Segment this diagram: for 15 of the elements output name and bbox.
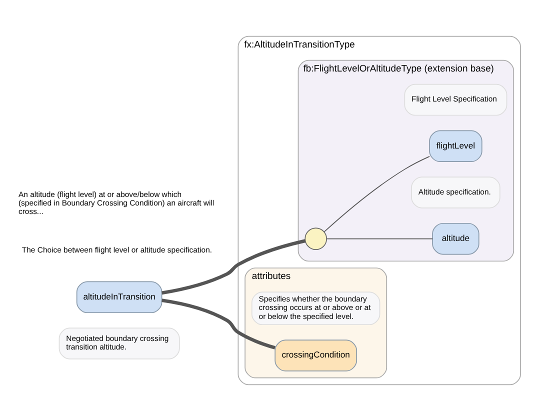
connector: [326, 238, 433, 239]
node-label: Altitude specification.: [418, 186, 491, 196]
connector: [324, 156, 430, 232]
label: The Choice between flight level or altitude specification.: [22, 245, 212, 254]
node-label: Specifies whether the boundary crossing occurs at or above or at or below the specified level.: [258, 294, 371, 320]
node-label: Negotiated boundary crossing transition altitude.: [66, 334, 169, 352]
node-circle: [304, 227, 327, 250]
node-box: flightLevel: [429, 130, 482, 162]
connector: [162, 238, 306, 294]
label: An altitude (flight level) at or above/below which (specified in Boundary Crossing Condition) an aircraft will cross...: [18, 189, 214, 216]
connector: [162, 298, 276, 349]
node-box: altitude: [432, 222, 480, 254]
node-box: crossingCondition: [274, 339, 358, 371]
node-label: Flight Level Specification: [412, 94, 497, 104]
node-box: altitudeInTransition: [76, 280, 162, 313]
